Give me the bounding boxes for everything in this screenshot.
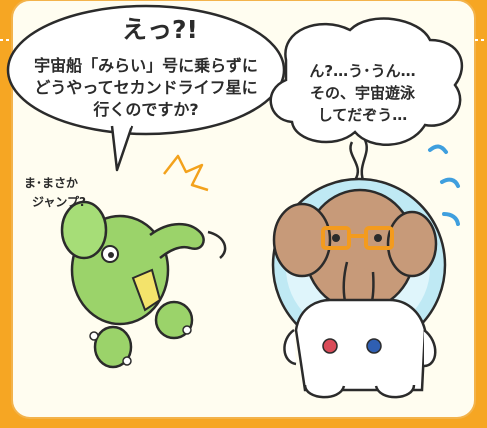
green-elephant-line-2: ジャンプ?	[32, 195, 87, 209]
right-bubble-line-1: ん?…う･うん…	[309, 62, 416, 80]
surprise-mark	[163, 154, 209, 192]
left-bubble-line-2: どうやってセカンドライフ星に	[34, 78, 258, 97]
astronaut-elephant	[271, 177, 447, 399]
right-thought-bubble	[269, 17, 464, 186]
right-bubble-line-3: してだぞう…	[317, 106, 408, 124]
green-elephant-line-1: ま･まさか	[24, 176, 79, 190]
left-bubble-title: えっ?!	[122, 15, 198, 44]
left-bubble-line-1: 宇宙船「みらい」号に乗らずに	[34, 56, 258, 75]
left-speech-bubble	[6, 4, 286, 172]
green-elephant	[60, 200, 227, 369]
right-bubble-line-2: その、宇宙遊泳	[309, 84, 415, 102]
left-bubble-line-3: 行くのですか?	[93, 100, 199, 119]
sweat-marks	[428, 144, 460, 226]
